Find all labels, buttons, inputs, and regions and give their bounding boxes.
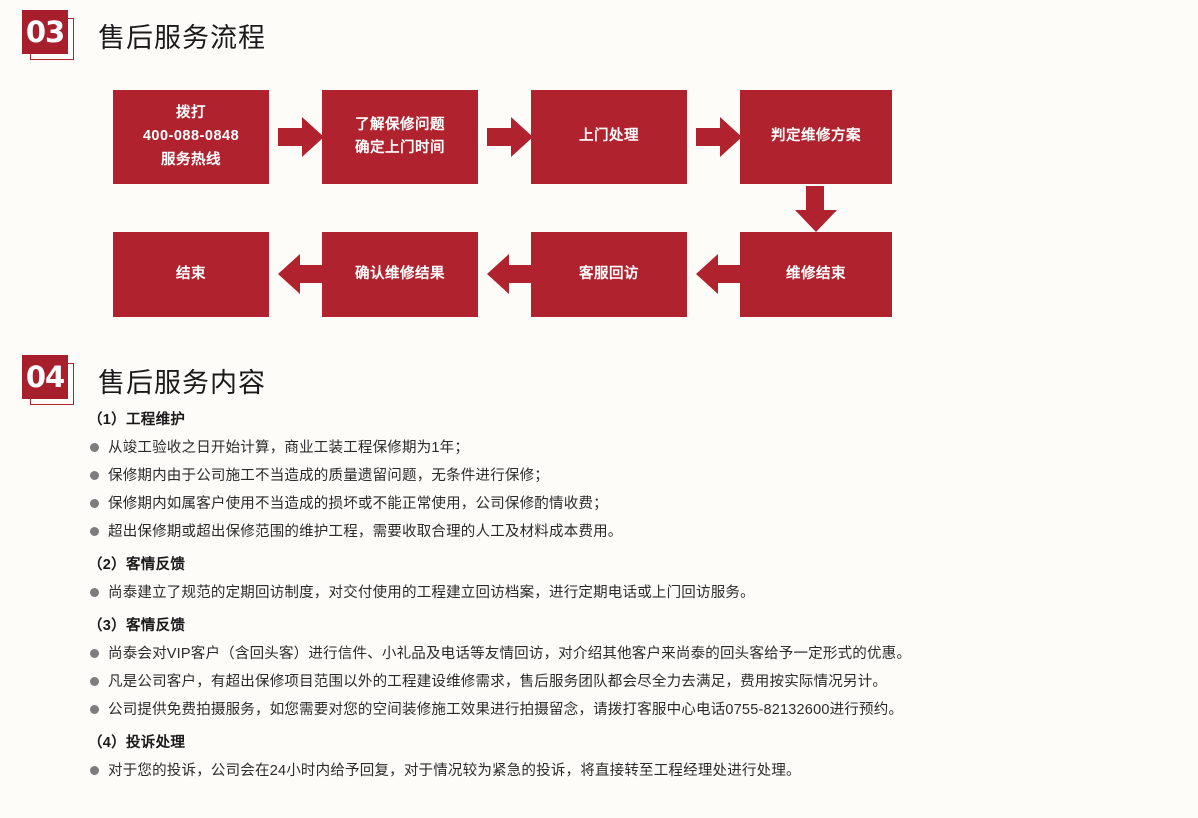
- arrow-shaft: [806, 186, 824, 212]
- arrow-left-icon: [278, 254, 324, 294]
- group-heading: （1）工程维护: [88, 412, 186, 428]
- arrow-head: [302, 117, 324, 157]
- flow-box-line: 维修结束: [786, 265, 846, 282]
- bullet-dot-icon: [90, 705, 99, 715]
- section-header-03: 03 售后服务流程: [22, 10, 266, 60]
- list-item: 凡是公司客户，有超出保修项目范围以外的工程建设维修需求，售后服务团队都会尽全力去…: [88, 671, 1148, 693]
- list-item: 保修期内由于公司施工不当造成的质量遗留问题，无条件进行保修；: [88, 465, 1148, 487]
- arrow-shaft: [716, 265, 742, 283]
- section-title-03: 售后服务流程: [98, 22, 266, 53]
- group-bullet-list: 尚泰会对VIP客户（含回头客）进行信件、小礼品及电话等友情回访，对介绍其他客户来…: [88, 643, 1148, 721]
- flow-box-understand-warranty[interactable]: 了解保修问题 确定上门时间: [322, 90, 478, 184]
- arrow-shaft: [298, 265, 324, 283]
- arrow-head: [487, 254, 509, 294]
- flow-box-line: 结束: [176, 265, 206, 282]
- service-content-list: （1）工程维护 从竣工验收之日开始计算，商业工装工程保修期为1年； 保修期内由于…: [88, 408, 1148, 792]
- arrow-shaft: [696, 128, 722, 146]
- list-item-text: 从竣工验收之日开始计算，商业工装工程保修期为1年；: [108, 440, 470, 456]
- flow-box-line: 确定上门时间: [355, 140, 445, 156]
- group-heading: （3）客情反馈: [88, 618, 186, 635]
- flow-box-line: 服务热线: [161, 151, 221, 168]
- flow-box-line: 了解保修问题: [355, 116, 445, 133]
- service-process-flowchart: 拨打 400-088-0848 服务热线 了解保修问题 确定上门时间 上门处理 …: [0, 0, 1198, 340]
- list-item: 对于您的投诉，公司会在24小时内给予回复，对于情况较为紧急的投诉，将直接转至工程…: [88, 760, 1148, 782]
- content-group-1: （1）工程维护 从竣工验收之日开始计算，商业工装工程保修期为1年； 保修期内由于…: [88, 408, 1148, 543]
- section-badge-04: 04: [22, 355, 78, 405]
- flow-box-onsite-handling[interactable]: 上门处理: [531, 90, 687, 184]
- arrow-right-icon: [278, 117, 324, 157]
- bullet-dot-icon: [90, 677, 99, 687]
- arrow-shaft: [507, 265, 533, 283]
- flow-box-line: 拨打: [176, 104, 206, 121]
- flow-box-customer-service-followup[interactable]: 客服回访: [531, 232, 687, 317]
- content-group-3: （3）客情反馈 尚泰会对VIP客户（含回头客）进行信件、小礼品及电话等友情回访，…: [88, 614, 1148, 721]
- arrow-right-icon: [696, 117, 742, 157]
- flow-box-call-hotline[interactable]: 拨打 400-088-0848 服务热线: [113, 90, 269, 184]
- arrow-head: [696, 254, 718, 294]
- bullet-dot-icon: [90, 527, 99, 537]
- list-item: 保修期内如属客户使用不当造成的损坏或不能正常使用，公司保修酌情收费；: [88, 493, 1148, 515]
- flow-box-line: 上门处理: [579, 128, 639, 145]
- list-item: 公司提供免费拍摄服务，如您需要对您的空间装修施工效果进行拍摄留念，请拨打客服中心…: [88, 699, 1148, 721]
- bullet-dot-icon: [90, 649, 99, 659]
- flow-box-line: 400-088-0848: [142, 128, 240, 145]
- bullet-dot-icon: [90, 471, 99, 481]
- group-bullet-list: 对于您的投诉，公司会在24小时内给予回复，对于情况较为紧急的投诉，将直接转至工程…: [88, 760, 1148, 782]
- list-item: 超出保修期或超出保修范围的维护工程，需要收取合理的人工及材料成本费用。: [88, 521, 1148, 543]
- list-item-text: 凡是公司客户，有超出保修项目范围以外的工程建设维修需求，售后服务团队都会尽全力去…: [108, 674, 888, 691]
- list-item-text: 保修期内如属客户使用不当造成的损坏或不能正常使用，公司保修酌情收费；: [108, 496, 608, 513]
- bullet-dot-icon: [90, 588, 99, 598]
- flow-box-line: 确认维修结果: [355, 265, 445, 282]
- section-title-04: 售后服务内容: [98, 367, 266, 398]
- list-item: 尚泰会对VIP客户（含回头客）进行信件、小礼品及电话等友情回访，对介绍其他客户来…: [88, 643, 1148, 665]
- flow-box-confirm-repair-result[interactable]: 确认维修结果: [322, 232, 478, 317]
- badge-number-04: 04: [22, 355, 68, 399]
- arrow-head: [511, 117, 533, 157]
- content-group-2: （2）客情反馈 尚泰建立了规范的定期回访制度，对交付使用的工程建立回访档案，进行…: [88, 553, 1148, 604]
- list-item-text: 公司提供免费拍摄服务，如您需要对您的空间装修施工效果进行拍摄留念，请拨打客服中心…: [108, 702, 904, 719]
- group-heading: （2）客情反馈: [88, 557, 186, 574]
- group-bullet-list: 从竣工验收之日开始计算，商业工装工程保修期为1年； 保修期内由于公司施工不当造成…: [88, 437, 1148, 543]
- arrow-head: [278, 254, 300, 294]
- flow-box-repair-finished[interactable]: 维修结束: [740, 232, 892, 317]
- list-item-text: 对于您的投诉，公司会在24小时内给予回复，对于情况较为紧急的投诉，将直接转至工程…: [108, 763, 801, 780]
- list-item: 从竣工验收之日开始计算，商业工装工程保修期为1年；: [88, 437, 1148, 459]
- arrow-right-icon: [487, 117, 533, 157]
- group-bullet-list: 尚泰建立了规范的定期回访制度，对交付使用的工程建立回访档案，进行定期电话或上门回…: [88, 582, 1148, 604]
- arrow-head: [720, 117, 742, 157]
- list-item: 尚泰建立了规范的定期回访制度，对交付使用的工程建立回访档案，进行定期电话或上门回…: [88, 582, 1148, 604]
- arrow-down-icon: [795, 186, 837, 232]
- bullet-dot-icon: [90, 499, 99, 509]
- flow-box-line: 判定维修方案: [771, 128, 861, 145]
- bullet-dot-icon: [90, 766, 99, 776]
- flow-box-end[interactable]: 结束: [113, 232, 269, 317]
- content-group-4: （4）投诉处理 对于您的投诉，公司会在24小时内给予回复，对于情况较为紧急的投诉…: [88, 731, 1148, 782]
- list-item-text: 保修期内由于公司施工不当造成的质量遗留问题，无条件进行保修；: [108, 468, 549, 485]
- arrow-shaft: [278, 128, 304, 146]
- arrow-head: [795, 210, 837, 232]
- section-header-04: 04 售后服务内容: [22, 355, 266, 405]
- section-badge-03: 03: [22, 10, 78, 60]
- list-item-text: 超出保修期或超出保修范围的维护工程，需要收取合理的人工及材料成本费用。: [108, 524, 623, 541]
- arrow-left-icon: [696, 254, 742, 294]
- badge-number-03: 03: [22, 10, 68, 54]
- flow-box-line: 客服回访: [579, 265, 639, 282]
- bullet-dot-icon: [90, 443, 99, 452]
- arrow-left-icon: [487, 254, 533, 294]
- flow-box-determine-repair-plan[interactable]: 判定维修方案: [740, 90, 892, 184]
- list-item-text: 尚泰建立了规范的定期回访制度，对交付使用的工程建立回访档案，进行定期电话或上门回…: [108, 585, 755, 602]
- group-heading: （4）投诉处理: [88, 735, 186, 752]
- list-item-text: 尚泰会对VIP客户（含回头客）进行信件、小礼品及电话等友情回访，对介绍其他客户来…: [108, 646, 912, 663]
- arrow-shaft: [487, 128, 513, 146]
